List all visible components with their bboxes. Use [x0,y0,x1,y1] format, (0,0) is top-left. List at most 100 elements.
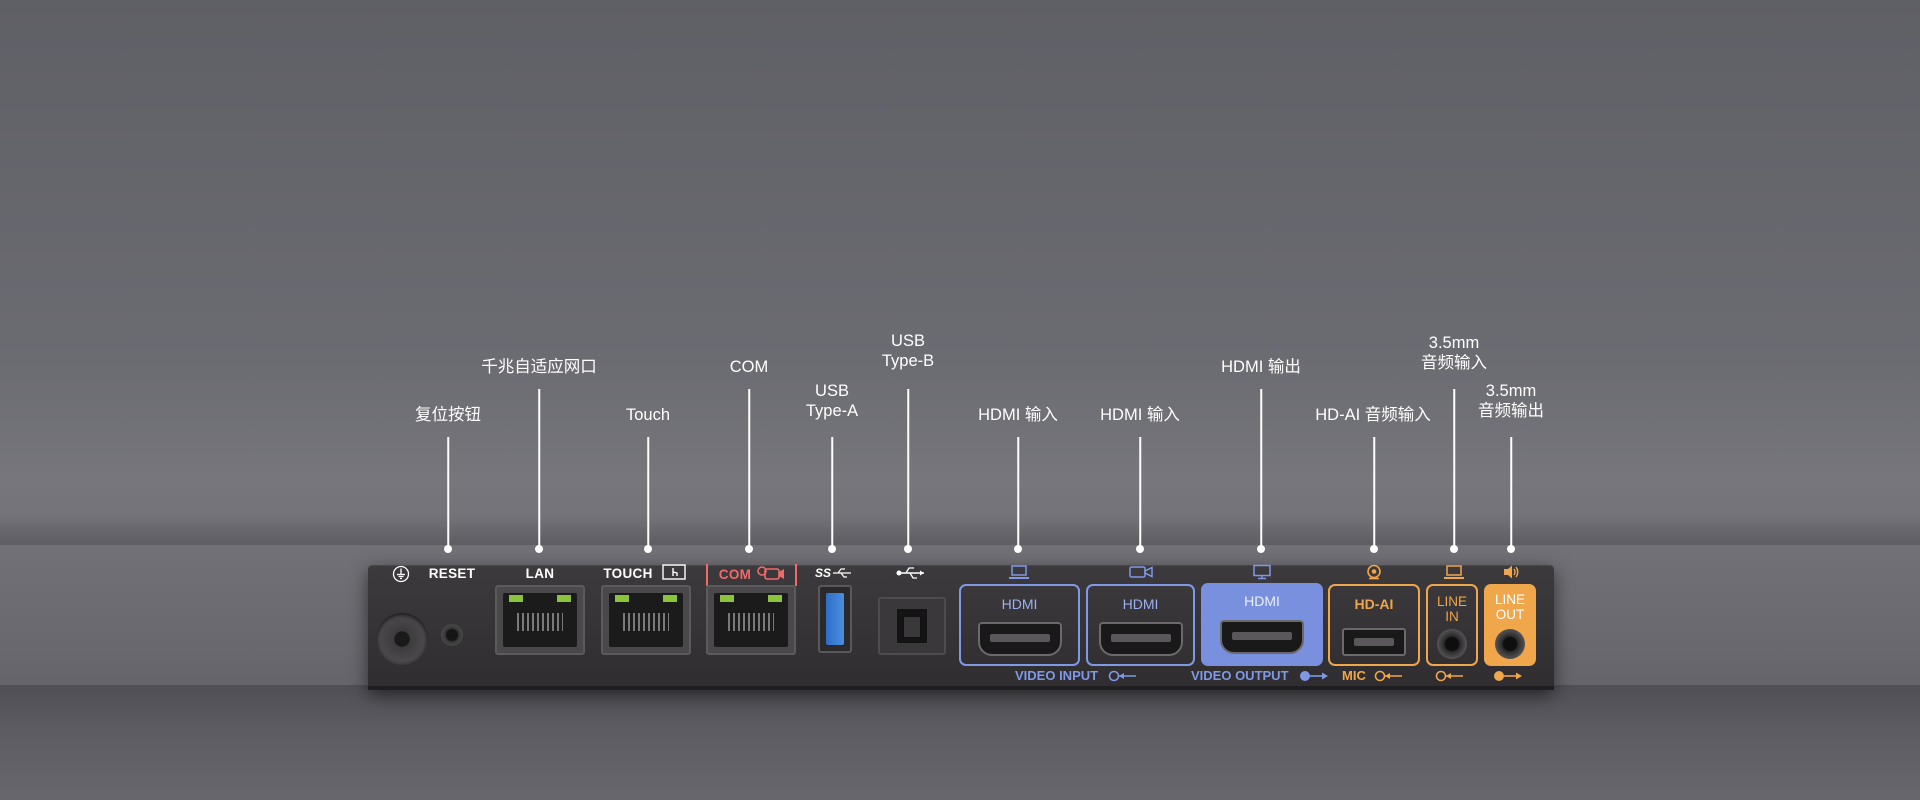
speaker-icon [1504,565,1519,579]
io-panel-edge [368,686,1554,690]
video-camera-icon [1129,566,1153,578]
callout-dot-lan [535,545,543,553]
hdmi-output-box: HDMI [1201,583,1323,666]
svg-text:SS: SS [815,566,831,580]
callout-dot-touch [644,545,652,553]
com-bracket-right [795,564,797,586]
callout-hdmi-in-2: HDMI 输入 [1100,406,1180,424]
callout-line-out: 3.5mm 音频输出 [1478,381,1544,421]
callout-reset: 复位按钮 [415,406,481,424]
video-input-label: VIDEO INPUT [1015,668,1099,683]
superspeed-usb-icon: SS [815,566,851,580]
com-led-right [768,595,782,602]
callout-dot-hdmi-out [1257,545,1265,553]
line-in-laptop-icon [1444,565,1464,579]
com-bracket-left [706,564,708,586]
callout-hdmi-out: HDMI 输出 [1221,358,1301,376]
hdmi-input-2-port[interactable] [1098,622,1183,656]
callout-dot-line-out [1507,545,1515,553]
callout-line-touch [647,437,649,549]
usb-type-b-port[interactable] [878,597,946,655]
line-out-label: LINE OUT [1484,592,1536,622]
callout-usb-b: USB Type-B [882,331,934,371]
hdai-box: HD-AI [1328,584,1420,666]
callout-dot-usb-a [828,545,836,553]
line-out-jack[interactable] [1495,629,1525,659]
callout-line-usb-b [907,389,909,549]
mic-label: MIC [1342,668,1366,683]
line-out-label-2: OUT [1495,607,1525,622]
background-shelf [0,515,1920,545]
lan-led-left [509,595,523,602]
callout-dot-com [745,545,753,553]
callout-line-hdai [1373,437,1375,549]
ground-terminal [376,613,428,665]
touch-led-left [615,595,629,602]
callout-dot-line-in [1450,545,1458,553]
com-label: COM [718,567,752,582]
callout-line-out-line1: 3.5mm [1485,382,1537,400]
hdmi-input-1-label: HDMI [1001,596,1038,612]
hdmi-output-label: HDMI [1244,593,1280,609]
line-in-jack[interactable] [1437,629,1467,659]
callout-usb-b-line2: Type-B [881,352,935,370]
usb-icon [896,567,924,579]
line-in-label: LINE IN [1428,594,1476,624]
usb-type-a-port[interactable] [818,585,852,653]
mic-input-arrow-icon [1374,670,1402,682]
ground-icon [392,565,410,583]
reset-button[interactable] [441,624,463,646]
line-in-label-1: LINE [1436,594,1467,609]
callout-hdai: HD-AI 音频输入 [1315,406,1431,424]
callout-line-line-out [1510,437,1512,549]
callout-touch: Touch [625,406,671,424]
callout-line-in-line1: 3.5mm [1428,334,1480,352]
video-output-label: VIDEO OUTPUT [1191,668,1289,683]
callout-line-line-in [1453,389,1455,549]
callout-line-hdmi-in-1 [1017,437,1019,549]
callout-line-usb-a [831,437,833,549]
hdmi-input-1-box: HDMI [959,584,1080,666]
callout-dot-hdmi-in-2 [1136,545,1144,553]
callout-line-in: 3.5mm 音频输入 [1421,333,1487,373]
com-led-left [720,595,734,602]
hdmi-input-1-port[interactable] [977,622,1062,656]
hdmi-input-2-label: HDMI [1122,596,1159,612]
callout-dot-reset [444,545,452,553]
callout-hdmi-in-1: HDMI 输入 [978,406,1058,424]
callout-usb-a: USB Type-A [806,381,858,421]
line-out-label-1: LINE [1494,592,1525,607]
reset-label: RESET [428,566,476,581]
hdmi-output-port[interactable] [1220,620,1304,654]
lan-port[interactable] [495,585,585,655]
line-out-arrow-icon [1494,671,1522,681]
com-port[interactable] [706,585,796,655]
laptop-icon [1009,565,1029,579]
camera-icon [757,566,784,580]
background-floor [0,685,1920,800]
touch-label: TOUCH [603,566,653,581]
line-in-box: LINE IN [1426,584,1478,666]
touch-led-right [663,595,677,602]
callout-usb-b-line1: USB [891,332,925,350]
callout-line-hdmi-in-2 [1139,437,1141,549]
callout-dot-hdai [1370,545,1378,553]
hdmi-input-2-box: HDMI [1086,584,1195,666]
microphone-icon [1367,564,1381,580]
monitor-icon [1253,564,1271,580]
line-in-label-2: IN [1445,609,1459,624]
callout-usb-a-line2: Type-A [805,402,859,420]
output-arrow-icon [1300,671,1328,681]
lan-led-right [557,595,571,602]
hdai-port[interactable] [1342,628,1406,656]
callout-line-com [748,389,750,549]
input-arrow-icon [1108,670,1136,682]
touch-port[interactable] [601,585,691,655]
lan-label: LAN [525,566,555,581]
callout-usb-a-line1: USB [815,382,849,400]
line-in-arrow-icon [1435,670,1463,682]
callout-line-hdmi-out [1260,389,1262,549]
callout-line-lan [538,389,540,549]
callout-line-in-line2: 音频输入 [1421,354,1487,372]
hdai-label: HD-AI [1354,596,1394,612]
